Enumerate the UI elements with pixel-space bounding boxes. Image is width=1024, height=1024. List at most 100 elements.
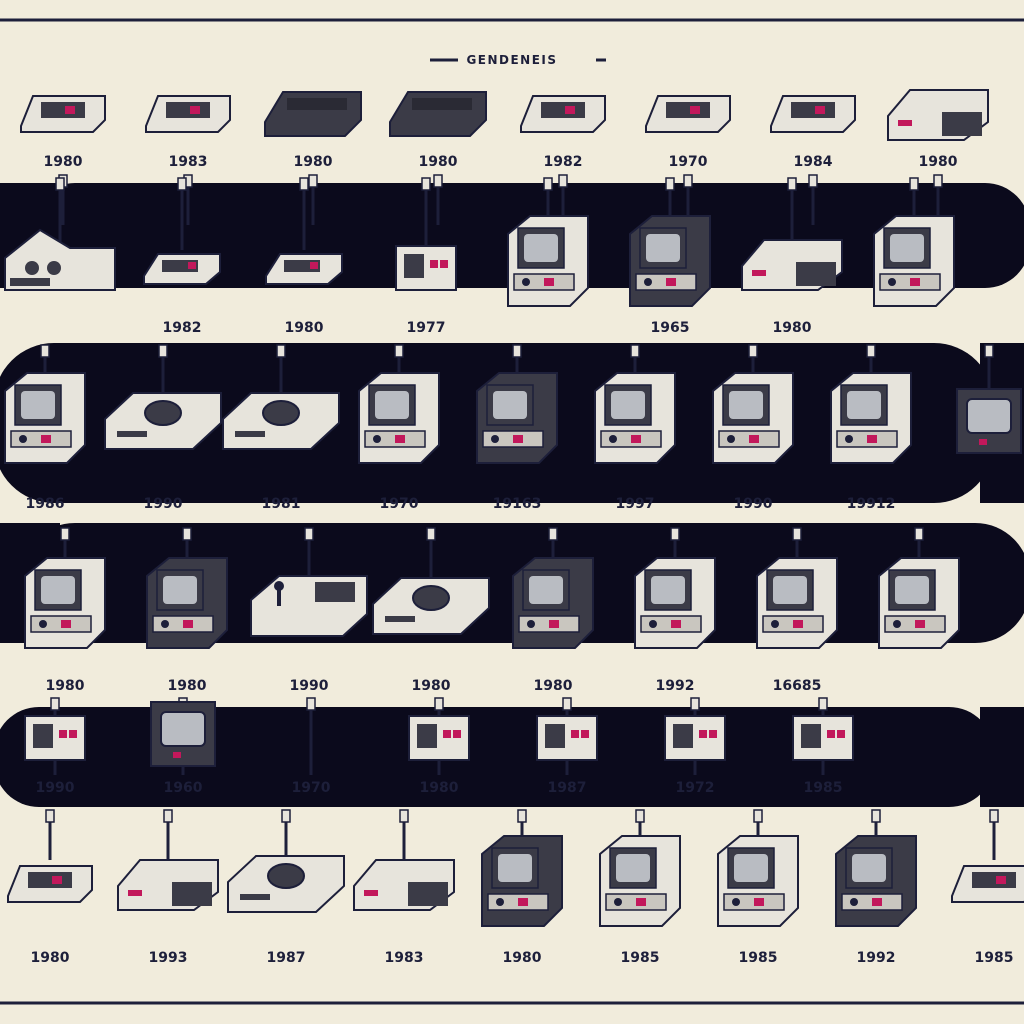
year-label: 1980 (534, 678, 573, 694)
console-item: 1982 (520, 95, 606, 225)
console-item: 1992 (835, 809, 917, 966)
timeline-stem-cap (753, 809, 763, 823)
timeline-stem-cap (914, 527, 924, 541)
timeline-stem-cap (871, 809, 881, 823)
timeline-stem-cap (158, 344, 168, 358)
timeline-stem-cap (670, 527, 680, 541)
year-label: 1980 (503, 950, 542, 966)
timeline-stem-cap (304, 527, 314, 541)
console-joystick-device-icon (250, 575, 368, 637)
timeline-row-5: 1990 1960 1970 1980 1987 1972 1985 (24, 697, 854, 796)
timeline-stem-cap (399, 809, 409, 823)
console-box-device-icon (741, 239, 843, 291)
console-item: 1985 (951, 809, 1024, 966)
console-item: 1984 (770, 95, 856, 225)
timeline-stem-cap (818, 697, 828, 711)
console-item: 1990 (712, 344, 794, 512)
console-flat-device-icon (145, 95, 231, 133)
cabinet-dark-device-icon (481, 835, 563, 927)
console-item: 1987 (536, 697, 598, 796)
year-label: 1970 (380, 496, 419, 512)
timeline-stem-cap (635, 809, 645, 823)
console-knobs-device-icon (4, 228, 116, 291)
year-label: 1980 (294, 154, 333, 170)
timeline-stem-cap (276, 344, 286, 358)
handheld-device-icon (408, 715, 470, 761)
year-label: 1992 (656, 678, 695, 694)
console-item (507, 177, 589, 307)
timeline-stem-cap (690, 697, 700, 711)
console-item: 1980 (24, 527, 106, 694)
console-item: 1983 (353, 809, 455, 966)
timeline-stem-cap (182, 527, 192, 541)
timeline-stem-cap (421, 177, 431, 191)
console-item: 1997 (594, 344, 676, 512)
controller-device-icon (143, 253, 221, 285)
handheld-device-icon (24, 715, 86, 761)
year-label: 1982 (544, 154, 583, 170)
cabinet-dark-device-icon (146, 557, 228, 649)
year-label: 1980 (44, 154, 83, 170)
year-label: 1997 (616, 496, 655, 512)
console-item: 1983 (145, 95, 231, 225)
year-label: 1982 (163, 320, 202, 336)
year-label: 1990 (144, 496, 183, 512)
console-item: 1990 (24, 697, 86, 796)
year-label: 1987 (267, 950, 306, 966)
console-item: 1980 (512, 527, 594, 694)
console-item: 1972 (664, 697, 726, 796)
console-item (4, 177, 116, 291)
year-label: 1960 (164, 780, 203, 796)
year-label: 1980 (31, 950, 70, 966)
year-label: 1990 (734, 496, 773, 512)
cabinet-dark-device-icon (512, 557, 594, 649)
tv-device-icon (150, 701, 216, 767)
console-item: 1980 (372, 527, 490, 694)
console-box-device-icon (887, 89, 989, 141)
timeline-stem-cap (792, 527, 802, 541)
timeline-stem-cap (933, 174, 943, 188)
year-label: 1987 (548, 780, 587, 796)
console-item: 1970 (358, 344, 440, 512)
console-item: 1980 (887, 89, 989, 225)
timeline-stem-cap (306, 697, 316, 711)
console-item: 1993 (117, 809, 219, 966)
handheld-device-icon (395, 245, 457, 291)
year-label: 1980 (46, 678, 85, 694)
year-label: 1984 (794, 154, 833, 170)
timeline-stem-cap (748, 344, 758, 358)
year-label: 1981 (262, 496, 301, 512)
timeline-stem-cap (50, 697, 60, 711)
timeline-stem-cap (665, 177, 675, 191)
console-item: 1980 (481, 809, 563, 966)
console-item: 1970 (292, 697, 331, 796)
year-label: 1980 (919, 154, 958, 170)
timeline-stem-cap (40, 344, 50, 358)
title-group: GENDENEIS (430, 53, 606, 67)
timeline-stem-cap (55, 177, 65, 191)
timeline-stem-cap (984, 344, 994, 358)
console-flat-device-icon (770, 95, 856, 133)
console-box-device-icon (117, 859, 219, 911)
timeline-stem-cap (866, 344, 876, 358)
console-item: 1985 (792, 697, 854, 796)
timeline-stem-cap (308, 174, 318, 188)
year-label: 1980 (285, 320, 324, 336)
console-item: 1982 (143, 177, 221, 336)
year-label: 1965 (651, 320, 690, 336)
timeline-stem-cap (299, 177, 309, 191)
year-label: 1983 (169, 154, 208, 170)
timeline-stem-cap (683, 174, 693, 188)
timeline-stem-cap (45, 809, 55, 823)
cabinet-device-icon (24, 557, 106, 649)
timeline-stem-cap (426, 527, 436, 541)
console-flat-device-icon (20, 95, 106, 133)
cabinet-device-icon (712, 372, 794, 464)
console-item: 1987 (227, 809, 345, 966)
console-item: 1980 (408, 697, 470, 796)
console-item: 19163 (476, 344, 558, 512)
year-label: 1992 (857, 950, 896, 966)
